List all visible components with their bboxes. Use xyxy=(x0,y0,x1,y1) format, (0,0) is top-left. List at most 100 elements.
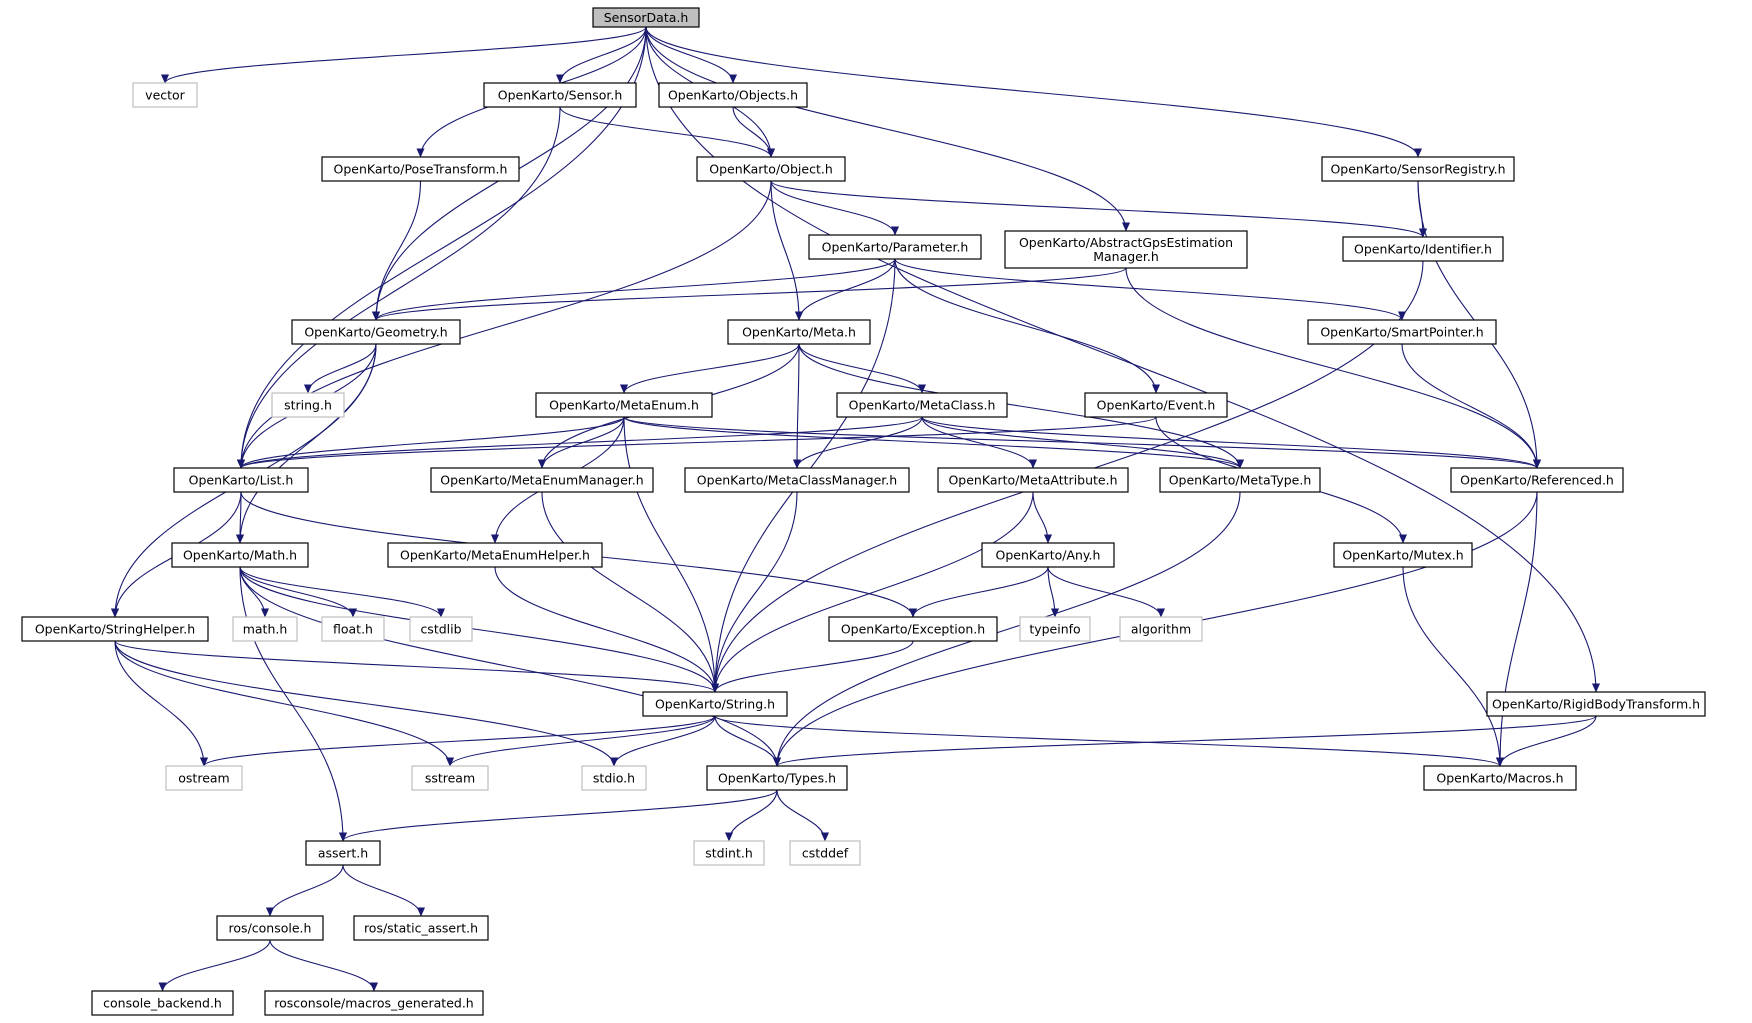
node-label: OpenKarto/Objects.h xyxy=(668,88,798,103)
node-box xyxy=(1342,236,1504,262)
node-box xyxy=(581,765,647,791)
node-label: OpenKarto/MetaClassManager.h xyxy=(697,473,897,488)
edge-sensor-to-list xyxy=(236,106,561,469)
node-rosconsole[interactable]: ros/console.h xyxy=(216,915,324,941)
node-label: OpenKarto/Identifier.h xyxy=(1354,242,1492,257)
node-exception[interactable]: OpenKarto/Exception.h xyxy=(828,616,998,642)
edge-math-to-types xyxy=(239,566,781,767)
edge-assert-to-staticassert xyxy=(342,864,426,917)
edge-rigidbody-to-macros xyxy=(1495,715,1597,767)
edge-sensor-to-object xyxy=(559,106,775,158)
node-mutex[interactable]: OpenKarto/Mutex.h xyxy=(1333,542,1473,568)
node-smartpointer[interactable]: OpenKarto/SmartPointer.h xyxy=(1307,319,1497,345)
node-box xyxy=(171,542,309,568)
node-label: OpenKarto/MetaAttribute.h xyxy=(948,473,1117,488)
node-box xyxy=(132,82,198,108)
node-metaenummanager[interactable]: OpenKarto/MetaEnumManager.h xyxy=(430,467,654,493)
node-box xyxy=(232,616,298,642)
edge-abstractgps-to-geometry xyxy=(372,267,1127,321)
node-geometry[interactable]: OpenKarto/Geometry.h xyxy=(291,319,461,345)
node-mathh: math.h xyxy=(232,616,298,642)
node-object[interactable]: OpenKarto/Object.h xyxy=(696,156,846,182)
node-list[interactable]: OpenKarto/List.h xyxy=(173,467,309,493)
node-box xyxy=(1159,467,1321,493)
node-consolebackend[interactable]: console_backend.h xyxy=(91,990,234,1016)
edge-types-to-stdint xyxy=(724,789,778,842)
node-macrosgen[interactable]: rosconsole/macros_generated.h xyxy=(264,990,484,1016)
edge-math-to-floath xyxy=(239,566,358,618)
node-meta[interactable]: OpenKarto/Meta.h xyxy=(727,319,871,345)
edge-meta-to-metaclass xyxy=(798,343,927,394)
edge-any-to-typeinfo xyxy=(1047,566,1060,618)
node-staticassert[interactable]: ros/static_assert.h xyxy=(353,915,489,941)
node-label: OpenKarto/Types.h xyxy=(718,771,836,786)
node-posetransform[interactable]: OpenKarto/PoseTransform.h xyxy=(321,156,520,182)
edge-stringhelper-to-stdioh xyxy=(114,640,618,767)
node-label: OpenKarto/AbstractGpsEstimation xyxy=(1019,235,1233,250)
node-cstddef: cstddef xyxy=(789,840,861,866)
edge-metaclass-to-referenced xyxy=(921,416,1541,469)
node-vector: vector xyxy=(132,82,198,108)
node-sensordata[interactable]: SensorData.h xyxy=(592,7,700,28)
edge-sensordata-to-rigidbody xyxy=(645,26,1601,693)
edge-metatype-to-types xyxy=(772,491,1241,767)
node-metaenum[interactable]: OpenKarto/MetaEnum.h xyxy=(535,392,713,418)
node-referenced[interactable]: OpenKarto/Referenced.h xyxy=(1450,467,1624,493)
edge-sensordata-to-abstractgps xyxy=(645,26,1131,232)
node-metaclass[interactable]: OpenKarto/MetaClass.h xyxy=(836,392,1008,418)
node-cstdlib: cstdlib xyxy=(409,616,473,642)
node-box xyxy=(1004,230,1248,269)
edge-types-to-assert xyxy=(339,789,778,842)
node-metaenumhelper[interactable]: OpenKarto/MetaEnumHelper.h xyxy=(387,542,603,568)
node-objects[interactable]: OpenKarto/Objects.h xyxy=(658,82,808,108)
node-label: OpenKarto/SmartPointer.h xyxy=(1320,325,1483,340)
node-rigidbody[interactable]: OpenKarto/RigidBodyTransform.h xyxy=(1486,691,1706,717)
node-box xyxy=(1450,467,1624,493)
node-box xyxy=(483,82,637,108)
node-metaclassmanager[interactable]: OpenKarto/MetaClassManager.h xyxy=(684,467,910,493)
edge-sensordata-to-sensor xyxy=(555,26,647,84)
edge-metaclass-to-metatype xyxy=(921,416,1244,469)
node-typeinfo: typeinfo xyxy=(1019,616,1091,642)
node-label: OpenKarto/Sensor.h xyxy=(498,88,623,103)
node-box xyxy=(706,765,848,791)
node-sensor[interactable]: OpenKarto/Sensor.h xyxy=(483,82,637,108)
node-sensorregistry[interactable]: OpenKarto/SensorRegistry.h xyxy=(1321,156,1515,182)
node-any[interactable]: OpenKarto/Any.h xyxy=(981,542,1115,568)
node-identifier[interactable]: OpenKarto/Identifier.h xyxy=(1342,236,1504,262)
edge-metaclass-to-metaattribute xyxy=(921,416,1038,469)
node-box xyxy=(321,616,385,642)
node-assert[interactable]: assert.h xyxy=(305,840,381,866)
node-types[interactable]: OpenKarto/Types.h xyxy=(706,765,848,791)
node-parameter[interactable]: OpenKarto/Parameter.h xyxy=(808,234,982,260)
edge-metaattribute-to-any xyxy=(1032,491,1053,544)
node-box xyxy=(173,467,309,493)
node-macros[interactable]: OpenKarto/Macros.h xyxy=(1423,765,1577,791)
node-box xyxy=(693,840,765,866)
edge-parameter-to-meta xyxy=(794,258,896,321)
node-string[interactable]: OpenKarto/String.h xyxy=(642,691,788,717)
edge-object-to-identifier xyxy=(770,180,1427,238)
node-label: OpenKarto/Exception.h xyxy=(841,622,985,637)
node-metatype[interactable]: OpenKarto/MetaType.h xyxy=(1159,467,1321,493)
node-box xyxy=(1321,156,1515,182)
node-metaattribute[interactable]: OpenKarto/MetaAttribute.h xyxy=(937,467,1129,493)
node-label: OpenKarto/SensorRegistry.h xyxy=(1330,162,1505,177)
node-label: string.h xyxy=(284,398,332,413)
node-stringhelper[interactable]: OpenKarto/StringHelper.h xyxy=(21,616,209,642)
node-label: OpenKarto/Object.h xyxy=(709,162,833,177)
edge-abstractgps-to-referenced xyxy=(1125,267,1542,469)
edge-any-to-exception xyxy=(909,566,1049,618)
node-label: OpenKarto/StringHelper.h xyxy=(35,622,195,637)
edge-string-to-ostream xyxy=(200,715,716,767)
node-math[interactable]: OpenKarto/Math.h xyxy=(171,542,309,568)
node-label: stdint.h xyxy=(705,846,753,861)
node-box xyxy=(658,82,808,108)
node-box xyxy=(216,915,324,941)
edge-object-to-meta xyxy=(770,180,804,321)
node-box xyxy=(91,990,234,1016)
node-event[interactable]: OpenKarto/Event.h xyxy=(1084,392,1228,418)
